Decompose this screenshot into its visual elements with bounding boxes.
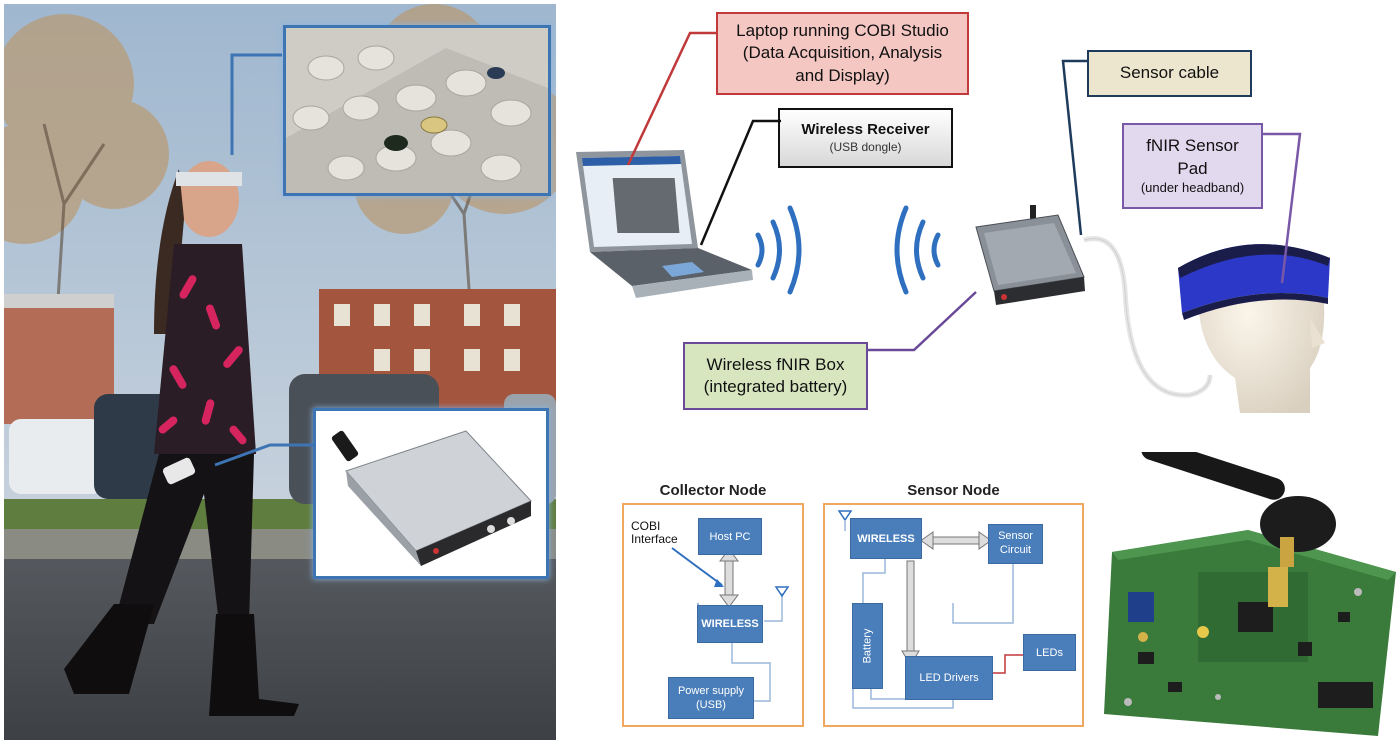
power-supply-label-2: (USB) — [696, 699, 726, 711]
box-pointer-line — [214, 443, 315, 467]
battery-label: Battery — [861, 628, 874, 664]
leds-label: LEDs — [1036, 646, 1063, 659]
sensor-pad-callout-sub: (under headband) — [1140, 179, 1245, 195]
sensor-node-wiring — [837, 510, 1023, 709]
fnir-box-callout-pointer — [868, 291, 977, 352]
host-pc-label: Host PC — [709, 530, 751, 543]
pad-pointer-line — [230, 53, 282, 155]
battery-block: Battery — [852, 603, 883, 689]
receiver-callout-sub: (USB dongle) — [829, 139, 902, 154]
sensor-wireless-label: WIRELESS — [857, 532, 915, 545]
sensor-circuit-block: Sensor Circuit — [988, 524, 1043, 564]
mannequin-head-image — [1160, 228, 1360, 418]
sensor-cable-line — [1083, 236, 1213, 398]
power-supply-block: Power supply (USB) — [668, 677, 754, 719]
fnir-box-callout: Wireless fNIR Box (integrated battery) — [683, 342, 868, 410]
receiver-callout-title: Wireless Receiver — [801, 121, 930, 139]
led-drivers-block: LED Drivers — [905, 656, 993, 700]
fnir-box-closeup-photo — [313, 408, 549, 579]
wireless-signal-right-icon — [894, 205, 941, 295]
sensor-cable-callout-title: Sensor cable — [1119, 63, 1220, 83]
power-supply-label-1: Power supply — [677, 684, 745, 697]
sensor-pad-callout-pointer — [1263, 132, 1302, 284]
laptop-callout-line-3: and Display) — [795, 65, 890, 85]
sensor-pad-callout: fNIR Sensor Pad (under headband) — [1122, 123, 1263, 209]
sensor-pad-callout-line-2: Pad — [1177, 158, 1208, 178]
sensor-wireless-block: WIRELESS — [850, 518, 922, 559]
receiver-callout-pointer — [699, 119, 781, 246]
laptop-callout-line-2: (Data Acquisition, Analysis — [742, 43, 943, 63]
sensor-pad-callout-line-1: fNIR Sensor — [1146, 136, 1239, 156]
collector-wireless-block: WIRELESS — [697, 605, 763, 643]
sensor-cable-callout-pointer — [1061, 59, 1087, 236]
fnir-box-callout-line-1: Wireless fNIR Box — [706, 354, 845, 374]
wireless-signal-left-icon — [755, 205, 802, 295]
cobi-interface-label: COBI Interface — [631, 519, 691, 547]
fnir-box-image — [972, 205, 1090, 307]
led-drivers-label: LED Drivers — [919, 672, 979, 684]
sensor-cable-callout: Sensor cable — [1087, 50, 1252, 97]
collector-node-title: Collector Node — [659, 482, 767, 499]
laptop-image — [572, 148, 754, 303]
receiver-callout: Wireless Receiver (USB dongle) — [778, 108, 953, 168]
sensor-circuit-label-1: Sensor — [998, 530, 1033, 543]
cobi-interface-text: COBI Interface — [631, 519, 678, 547]
sensor-circuit-label-2: Circuit — [999, 544, 1032, 556]
leds-block: LEDs — [1023, 634, 1076, 671]
circuit-board-photo — [1098, 438, 1398, 740]
laptop-callout: Laptop running COBI Studio (Data Acquisi… — [716, 12, 969, 95]
fnir-box-callout-line-2: (integrated battery) — [703, 377, 848, 396]
laptop-callout-line-1: Laptop running COBI Studio — [736, 21, 949, 41]
sensor-node-title: Sensor Node — [907, 482, 1000, 499]
collector-node-wiring — [671, 547, 790, 702]
collector-wireless-label: WIRELESS — [701, 618, 759, 630]
sensor-pad-closeup-photo — [283, 25, 551, 196]
host-pc-block: Host PC — [698, 518, 762, 555]
laptop-callout-pointer — [626, 31, 716, 166]
